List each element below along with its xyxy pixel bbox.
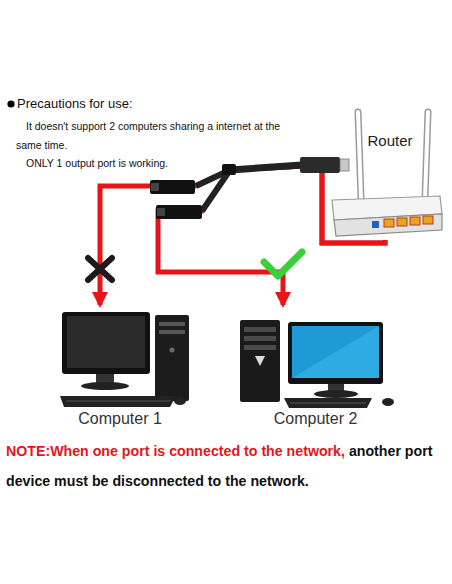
precaution-text: ONLY 1 output port is working.	[26, 155, 286, 171]
pc-logo	[255, 356, 265, 366]
router-port	[372, 221, 379, 228]
router-port	[423, 216, 433, 224]
router-antenna	[358, 112, 361, 198]
precaution-text: It doesn't support 2 computers sharing a…	[16, 117, 284, 155]
device-node: Computer 1	[50, 305, 190, 435]
router-port	[384, 219, 394, 227]
monitor-base	[81, 382, 129, 390]
note-text: NOTE:When one port is connected to the n…	[6, 443, 345, 459]
rj45-socket	[157, 208, 165, 216]
monitor-stand	[96, 374, 114, 383]
check-mark	[264, 252, 302, 276]
monitor-base	[314, 390, 358, 398]
rj45-tip	[340, 159, 349, 171]
pc-drive	[159, 322, 185, 326]
router-antenna	[425, 112, 428, 198]
router-antenna	[358, 112, 361, 198]
device-label: Router	[325, 132, 452, 149]
keyboard-keys	[290, 403, 366, 404]
keyboard	[284, 398, 372, 408]
network-cable	[100, 165, 385, 305]
screen-shine	[292, 326, 379, 378]
bullet-dot	[7, 100, 14, 107]
rj45-port	[156, 205, 202, 219]
router-port	[410, 217, 420, 225]
pc-drive	[244, 327, 276, 332]
keyboard	[60, 396, 176, 407]
router-port	[397, 218, 407, 226]
device-node: Computer 2	[228, 305, 403, 435]
device-node: Router	[325, 128, 452, 240]
monitor-screen	[67, 316, 145, 368]
pc-drive	[244, 336, 276, 341]
splitter-cable	[230, 165, 302, 170]
router-panel	[334, 214, 442, 236]
pc-button	[170, 348, 175, 353]
rj45-port	[150, 180, 195, 194]
monitor-screen	[292, 326, 379, 378]
mouse	[174, 397, 186, 405]
pc-tower	[155, 315, 189, 401]
splitter-joint	[222, 164, 236, 175]
rj45-plug	[300, 157, 340, 173]
router-antenna	[425, 112, 428, 198]
pc-tower	[240, 320, 280, 402]
note-paragraph: NOTE:When one port is connected to the n…	[6, 436, 450, 496]
device-label: Computer 1	[50, 410, 190, 428]
device-label: Computer 2	[228, 410, 403, 428]
monitor-bezel	[288, 322, 383, 384]
cross-mark	[88, 258, 112, 280]
rj45-socket	[151, 183, 159, 191]
pc-drive	[244, 345, 276, 350]
cross-mark	[88, 258, 112, 280]
monitor-bezel	[62, 312, 150, 374]
splitter-cable	[202, 170, 230, 211]
mouse	[382, 398, 394, 406]
precaution-text: Precautions for use:	[17, 96, 277, 112]
pc-drive	[159, 330, 185, 334]
keyboard-keys	[66, 401, 170, 402]
